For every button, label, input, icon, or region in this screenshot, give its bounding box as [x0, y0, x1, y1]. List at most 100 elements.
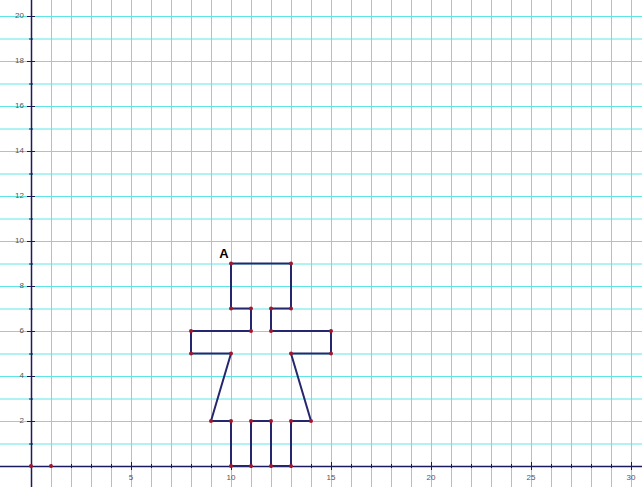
axis-tick — [611, 464, 612, 468]
axis-tick — [27, 241, 35, 242]
vertex-dot — [289, 352, 293, 356]
grid-line — [71, 0, 72, 487]
grid-line — [351, 0, 352, 487]
axis-tick — [171, 464, 172, 468]
vertex-dot — [289, 464, 293, 468]
vertex-dot — [329, 352, 333, 356]
axis-tick — [311, 464, 312, 468]
axis-tick — [29, 354, 33, 355]
vertex-dot — [309, 419, 313, 423]
vertex-dot — [189, 352, 193, 356]
grid-line — [0, 264, 642, 265]
grid-line — [311, 0, 312, 487]
grid-line — [0, 196, 642, 197]
vertex-dot — [289, 262, 293, 266]
vertex-dot — [49, 464, 53, 468]
grid-line — [0, 84, 642, 85]
axis-tick — [29, 264, 33, 265]
axis-tick — [511, 464, 512, 468]
grid-line — [231, 0, 232, 487]
axis-tick — [131, 462, 132, 470]
x-tick-label: 5 — [129, 474, 133, 482]
grid-line — [471, 0, 472, 487]
y-tick-label: 18 — [15, 57, 24, 65]
axis-tick — [211, 464, 212, 468]
axis-tick — [591, 464, 592, 468]
grid-line — [0, 286, 642, 287]
grid-line — [51, 0, 52, 487]
y-tick-label: 10 — [15, 237, 24, 245]
vertex-dot — [229, 464, 233, 468]
grid-line — [91, 0, 92, 487]
axis-tick — [27, 331, 35, 332]
axis-tick — [411, 464, 412, 468]
grid-line — [191, 0, 192, 487]
axis-tick — [551, 464, 552, 468]
vertex-dot — [189, 329, 193, 333]
grid-line — [611, 0, 612, 487]
x-axis — [0, 466, 642, 468]
grid-line — [431, 0, 432, 487]
x-tick-label: 30 — [627, 474, 636, 482]
grid-line — [271, 0, 272, 487]
grid-line — [0, 399, 642, 400]
grid-line — [131, 0, 132, 487]
grid-line — [0, 241, 642, 242]
y-tick-label: 4 — [20, 372, 24, 380]
vertex-dot — [269, 329, 273, 333]
grid-line — [531, 0, 532, 487]
axis-tick — [27, 286, 35, 287]
axis-tick — [451, 464, 452, 468]
grid-line — [451, 0, 452, 487]
vertex-dot — [269, 419, 273, 423]
y-axis — [31, 0, 33, 487]
vertex-dot — [329, 329, 333, 333]
grid-line — [331, 0, 332, 487]
axis-tick — [27, 421, 35, 422]
axis-tick — [471, 464, 472, 468]
y-tick-label: 2 — [20, 417, 24, 425]
grid-line — [411, 0, 412, 487]
axis-tick — [531, 462, 532, 470]
figure-outline — [191, 264, 331, 467]
axis-tick — [27, 16, 35, 17]
x-tick-label: 25 — [527, 474, 536, 482]
axis-tick — [71, 464, 72, 468]
axis-tick — [29, 444, 33, 445]
y-tick-label: 20 — [15, 12, 24, 20]
axis-tick — [351, 464, 352, 468]
vertex-dot — [289, 307, 293, 311]
grid-line — [0, 444, 642, 445]
axis-tick — [29, 39, 33, 40]
vertex-dot — [29, 464, 33, 468]
vertex-dot — [229, 262, 233, 266]
axis-tick — [491, 464, 492, 468]
grid-line — [391, 0, 392, 487]
vertex-dot — [249, 329, 253, 333]
grid-line — [0, 376, 642, 377]
y-tick-label: 8 — [20, 282, 24, 290]
grid-line — [171, 0, 172, 487]
axis-tick — [29, 399, 33, 400]
axis-tick — [111, 464, 112, 468]
vertex-dot — [249, 464, 253, 468]
axis-tick — [29, 309, 33, 310]
grid-line — [0, 61, 642, 62]
axis-tick — [331, 462, 332, 470]
axis-tick — [391, 464, 392, 468]
grid-line — [0, 174, 642, 175]
vertex-dot — [269, 464, 273, 468]
grid-line — [151, 0, 152, 487]
vertex-dot — [229, 307, 233, 311]
y-tick-label: 6 — [20, 327, 24, 335]
y-tick-label: 12 — [15, 192, 24, 200]
grid-line — [0, 39, 642, 40]
axis-tick — [191, 464, 192, 468]
grid-line — [511, 0, 512, 487]
grid-line — [591, 0, 592, 487]
grid-line — [0, 309, 642, 310]
grid-line — [371, 0, 372, 487]
